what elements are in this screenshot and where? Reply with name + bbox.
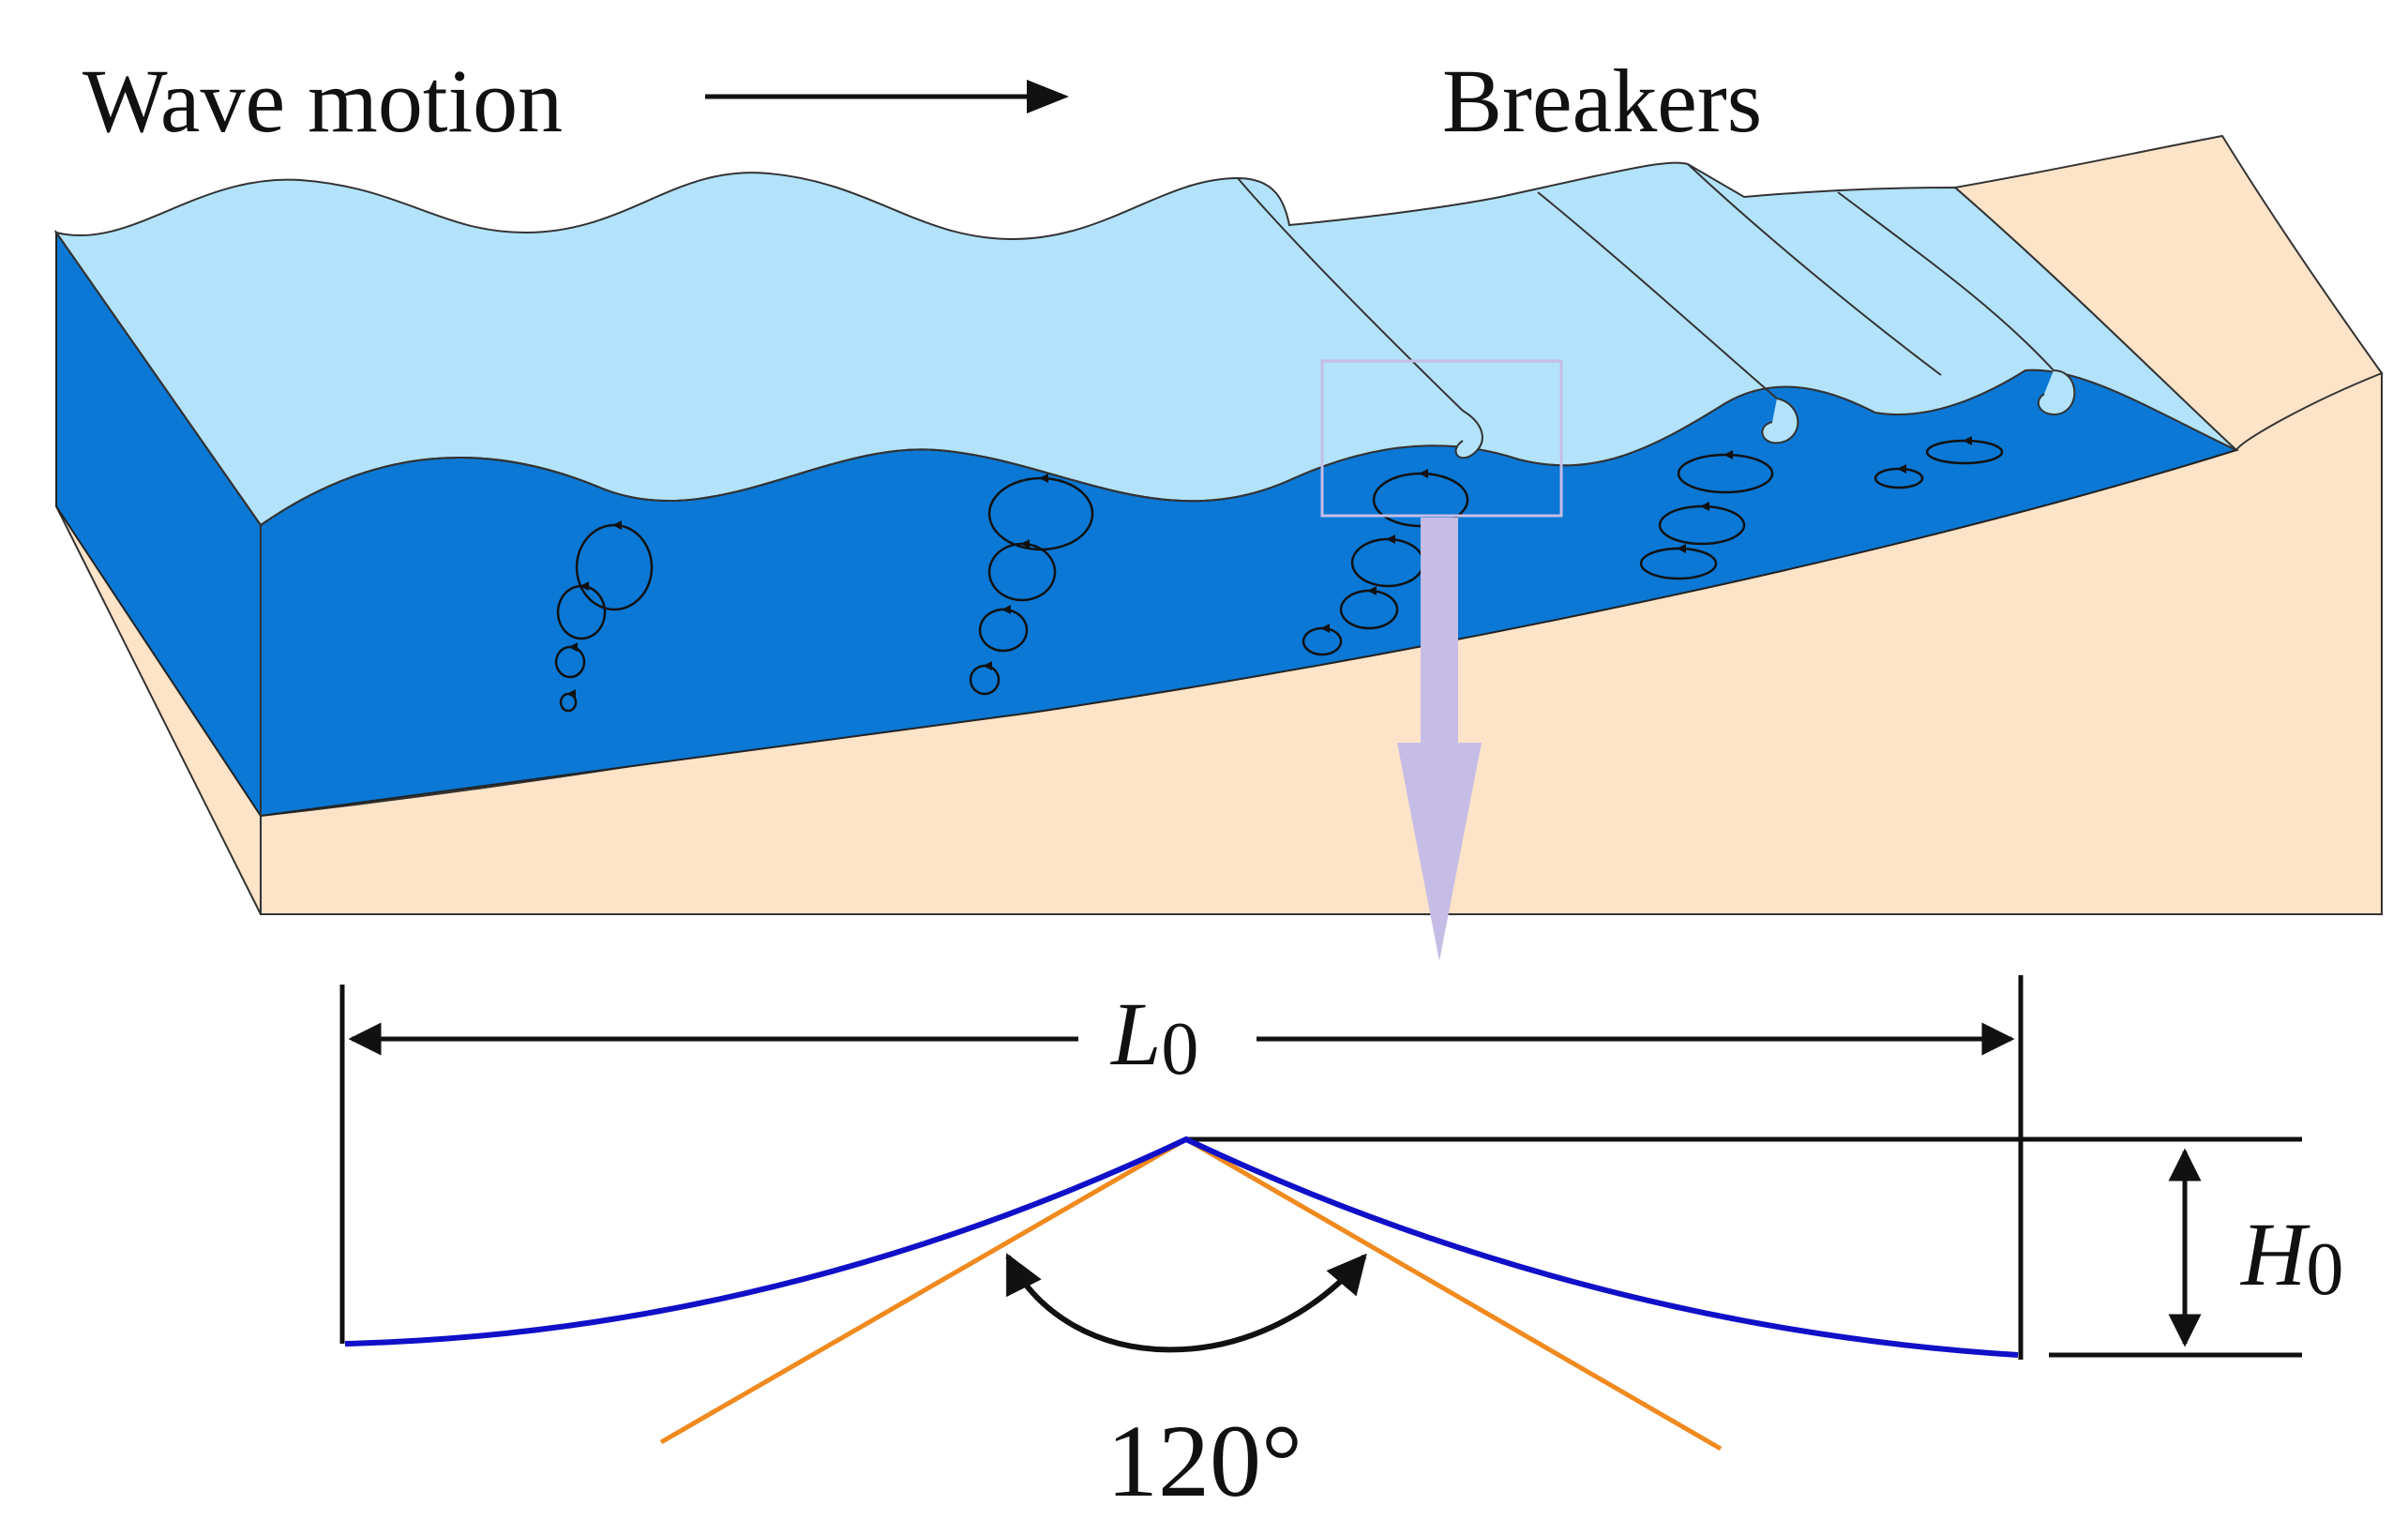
circular-arrow-icon: [1302, 624, 1343, 656]
front-surface-edge: [260, 448, 1295, 526]
circular-arrow-icon: [559, 689, 578, 713]
crest-line-2: [1537, 191, 1778, 399]
zoom-region-box: [1320, 359, 1563, 518]
right-arrow-icon: [705, 80, 1069, 113]
breakers-label: Breakers: [1442, 51, 1762, 151]
left-tangent-line: [659, 1136, 1188, 1445]
circular-arrow-icon: [575, 520, 654, 611]
circular-arrow-icon: [987, 539, 1057, 602]
circular-arrow-icon: [1658, 502, 1746, 546]
angle-arc-arrow: [1005, 1253, 1367, 1353]
circular-arrow-icon: [554, 642, 586, 679]
wavelength-label: L0: [1109, 984, 1198, 1091]
crest-line-4: [1837, 191, 2054, 371]
circular-arrow-icon: [1925, 436, 2004, 465]
left-edge: [55, 232, 262, 526]
circular-arrow-icon: [1639, 544, 1718, 580]
right-tangent-line: [1184, 1136, 1723, 1452]
crest-line-1: [1237, 177, 1464, 412]
breaker-curl-3: [2037, 369, 2076, 415]
circular-arrow-icon: [1677, 450, 1774, 494]
breaker-curl-2: [1761, 398, 1799, 444]
orbital-motion-group: [554, 436, 2004, 713]
circular-arrow-icon: [556, 581, 607, 640]
circular-arrow-icon: [969, 661, 1001, 696]
crest-profile-curve: [344, 1136, 2019, 1358]
zoom-projection-arrow: [1397, 518, 1482, 961]
circular-arrow-icon: [978, 605, 1029, 653]
angle-label: 120°: [1106, 1404, 1302, 1518]
circular-arrow-icon: [1350, 534, 1425, 588]
crest-line-3: [1687, 163, 1942, 376]
breaker-curl-1: [1454, 410, 1483, 459]
wave-height-label: H0: [2239, 1204, 2343, 1311]
circular-arrow-icon: [1874, 464, 1924, 489]
wave-motion-label: Wave motion: [83, 51, 563, 151]
crest-profile-diagram: L0 H0 120°: [339, 975, 2343, 1518]
ocean-block: [53, 134, 2384, 915]
circular-arrow-icon: [1339, 586, 1399, 630]
